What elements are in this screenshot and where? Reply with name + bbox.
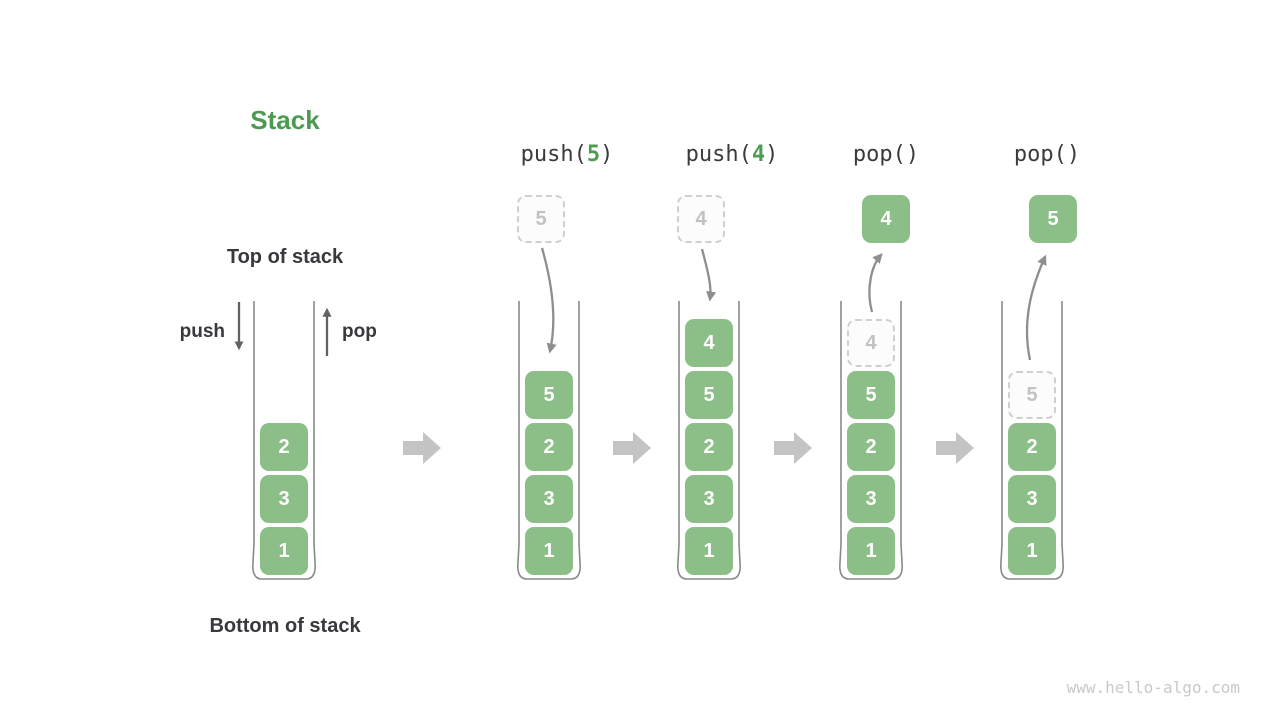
popped-slot-ghost: 5	[1008, 371, 1056, 419]
pop-label: pop	[342, 321, 377, 342]
push4-motion-arrow-icon	[700, 248, 717, 302]
stack-cell: 1	[685, 527, 733, 575]
step-arrow-icon	[403, 432, 441, 464]
stack-cell: 1	[525, 527, 573, 575]
popped-slot-ghost: 4	[847, 319, 895, 367]
op-label-push4: push(4)	[632, 142, 832, 167]
pending-item-ghost: 4	[677, 195, 725, 243]
watermark: www.hello-algo.com	[1066, 678, 1240, 697]
op-text: push(	[685, 142, 752, 167]
stack-cell: 1	[847, 527, 895, 575]
stack-cell: 4	[685, 319, 733, 367]
stack-cell: 5	[847, 371, 895, 419]
op-arg: 4	[751, 142, 766, 167]
stack-cell: 2	[847, 423, 895, 471]
popped-item: 5	[1029, 195, 1077, 243]
op-label-pop2: pop()	[947, 142, 1147, 167]
step-arrow-icon	[774, 432, 812, 464]
step-arrow-icon	[936, 432, 974, 464]
popped-item: 4	[862, 195, 910, 243]
stack-cell: 2	[525, 423, 573, 471]
diagram-title: Stack	[250, 105, 320, 135]
pending-item-ghost: 5	[517, 195, 565, 243]
stack-cell: 3	[847, 475, 895, 523]
stack-cell: 5	[525, 371, 573, 419]
stack-cell: 2	[1008, 423, 1056, 471]
stack-cell: 2	[685, 423, 733, 471]
op-label-pop1: pop()	[786, 142, 986, 167]
op-text: )	[600, 142, 614, 167]
bottom-of-stack-label: Bottom of stack	[209, 615, 361, 637]
op-text: pop()	[852, 142, 920, 167]
stack-cell: 3	[525, 475, 573, 523]
stack-cell: 2	[260, 423, 308, 471]
stack-cell: 5	[685, 371, 733, 419]
op-text: pop()	[1013, 142, 1081, 167]
op-text: )	[765, 142, 779, 167]
step-arrow-icon	[613, 432, 651, 464]
stack-cell: 3	[260, 475, 308, 523]
op-arg: 5	[586, 142, 601, 167]
stack-cell: 1	[1008, 527, 1056, 575]
op-text: push(	[520, 142, 587, 167]
top-of-stack-label: Top of stack	[226, 246, 344, 268]
op-label-push5: push(5)	[467, 142, 667, 167]
stack-cell: 3	[1008, 475, 1056, 523]
push-label: push	[179, 321, 225, 342]
stack-cell: 1	[260, 527, 308, 575]
stack-cell: 3	[685, 475, 733, 523]
